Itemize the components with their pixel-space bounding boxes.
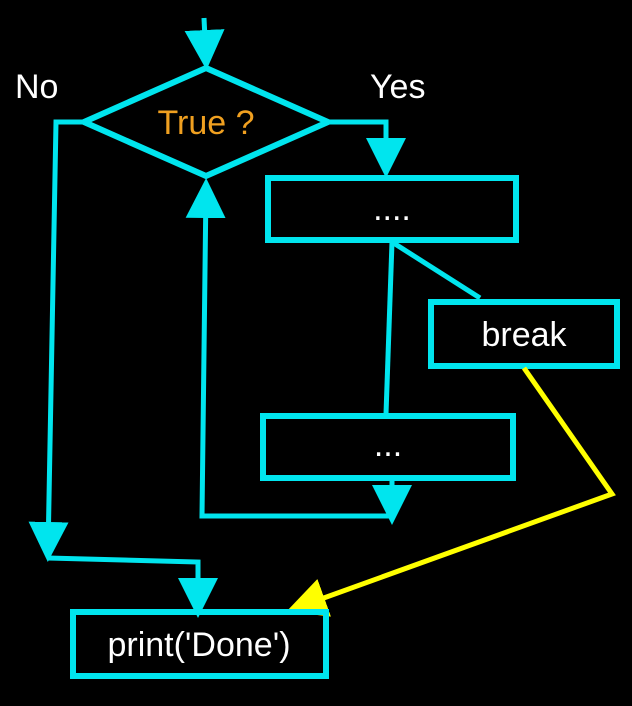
yes-label: Yes	[370, 68, 425, 106]
body-top-box	[265, 175, 519, 243]
break-exit-arrow	[286, 366, 616, 617]
no-to-done-arrow	[47, 555, 218, 618]
no-label: No	[15, 68, 58, 106]
break-box	[428, 299, 620, 369]
loop-back-arrow	[185, 178, 392, 519]
no-branch-arrow	[28, 119, 84, 562]
done-box	[70, 609, 329, 679]
body-top-label: ....	[373, 190, 411, 228]
done-label: print('Done')	[107, 626, 290, 664]
yes-branch-arrow	[328, 119, 406, 178]
body-bottom-label: ...	[374, 426, 402, 464]
body-down-connector	[383, 241, 395, 415]
condition-diamond	[76, 64, 336, 180]
to-break-connector	[390, 239, 482, 301]
entry-arrow	[184, 17, 225, 70]
condition-label: True ?	[157, 104, 254, 142]
break-label: break	[481, 316, 567, 354]
body-bottom-box	[260, 413, 516, 481]
